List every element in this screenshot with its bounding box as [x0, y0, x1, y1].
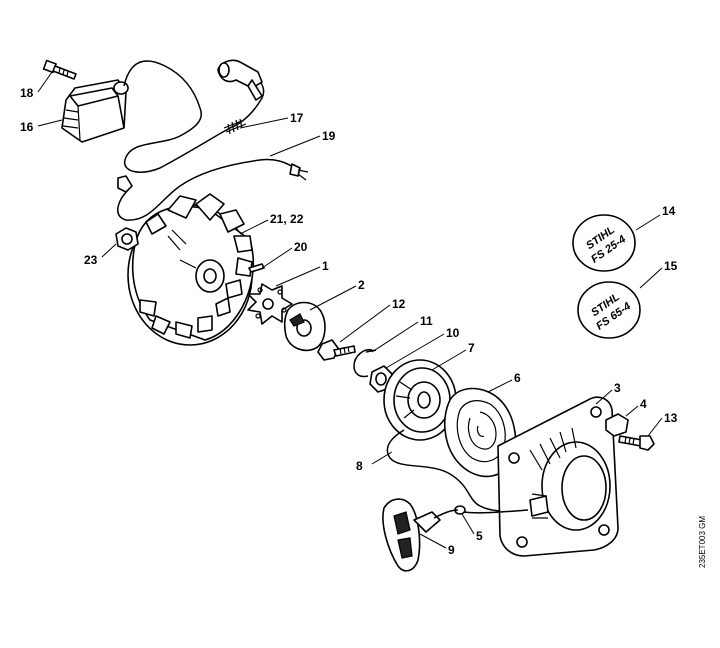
screw-18 — [42, 59, 77, 80]
callout-5: 5 — [476, 529, 483, 543]
starter-grip-9 — [382, 498, 459, 572]
callout-14: 14 — [662, 204, 676, 218]
callout-7: 7 — [468, 341, 475, 355]
screw-12 — [317, 339, 356, 361]
starter-rope-8 — [386, 429, 529, 512]
callout-9: 9 — [448, 543, 455, 557]
callout-3: 3 — [614, 381, 621, 395]
lead-spring-sleeve — [223, 118, 247, 135]
ignition-module — [61, 79, 129, 143]
callout-17: 17 — [290, 111, 304, 125]
callout-6: 6 — [514, 371, 521, 385]
callout-16: 16 — [20, 120, 34, 134]
screw-13 — [618, 435, 655, 451]
callout-1: 1 — [322, 259, 329, 273]
reference-code: 235ET003 GM — [698, 516, 707, 568]
callout-10: 10 — [446, 326, 460, 340]
callout-labels: 18 16 17 19 21, 22 23 20 1 2 12 11 10 7 … — [20, 86, 678, 557]
spark-plug-boot — [217, 59, 263, 101]
callout-4: 4 — [640, 397, 647, 411]
callout-11: 11 — [420, 314, 433, 328]
fan-housing-3 — [497, 396, 619, 557]
short-circuit-wire — [117, 158, 309, 221]
rope-rotor-7 — [383, 359, 457, 441]
decal-14: STIHL FS 25-4 — [572, 214, 636, 272]
leader-lines — [37, 71, 663, 549]
callout-13: 13 — [664, 411, 678, 425]
callout-8: 8 — [356, 459, 363, 473]
nut-4 — [605, 413, 629, 437]
callout-18: 18 — [20, 86, 34, 100]
key-20 — [248, 263, 265, 273]
pawl-2 — [283, 301, 326, 352]
pawl-carrier-1 — [247, 283, 293, 325]
callout-15: 15 — [664, 259, 678, 273]
callout-2: 2 — [358, 278, 365, 292]
nut-23 — [115, 227, 139, 251]
decal-15: STIHL FS 65-4 — [577, 281, 641, 339]
callout-12: 12 — [392, 297, 406, 311]
callout-23: 23 — [84, 253, 98, 267]
callout-19: 19 — [322, 129, 336, 143]
flywheel — [127, 193, 255, 346]
callout-21-22: 21, 22 — [270, 212, 304, 226]
callout-20: 20 — [294, 240, 308, 254]
